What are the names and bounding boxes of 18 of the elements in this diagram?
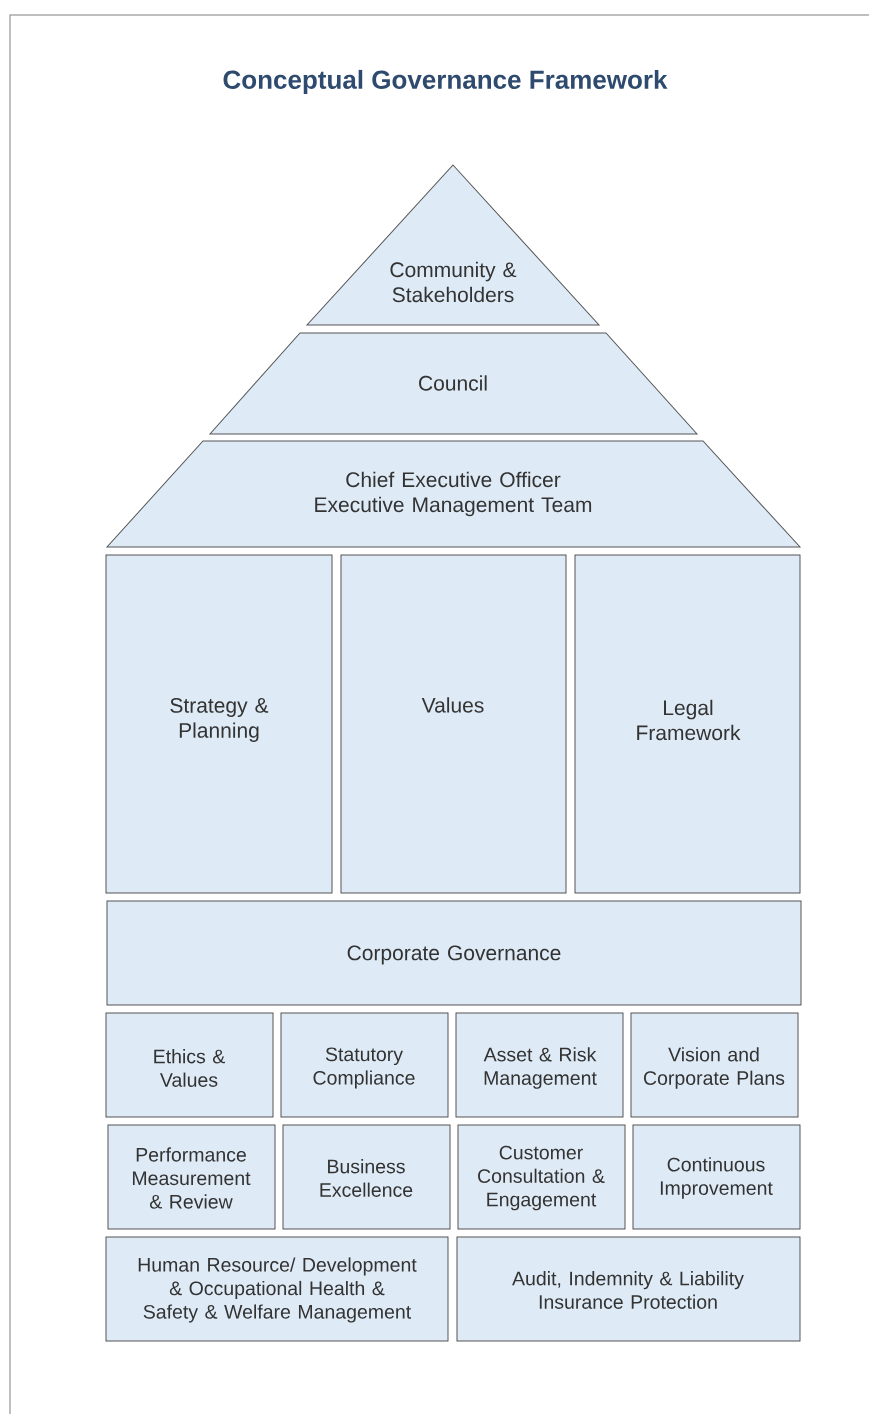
element-box: Performance Measurement & Review [107,1124,276,1230]
element-box: Statutory Compliance [280,1012,449,1118]
element-box: Ethics & Values [105,1012,274,1118]
element-box: Customer Consultation & Engagement [457,1124,626,1230]
element-box: Vision and Corporate Plans [630,1012,799,1118]
element-box: Continuous Improvement [632,1124,801,1230]
title: Conceptual Governance Framework [223,69,668,95]
governance-band: Corporate Governance [106,900,802,1006]
element-box: Audit, Indemnity & Liability Insurance Protection [456,1236,801,1342]
apex-triangle: Community & Stakeholders [306,164,600,326]
element-box: Human Resource/ Development & Occupational Health & Safety & Welfare Management [105,1236,449,1342]
element-box: Asset & Risk Management [455,1012,624,1118]
pillar-box: Strategy & Planning [105,554,333,894]
element-box: Business Excellence [282,1124,451,1230]
roof-tier: Council [209,332,698,435]
pillar-box: Legal Framework [574,554,801,894]
roof-tier: Chief Executive Officer Executive Management Team [106,440,801,548]
pillar-box: Values [340,554,567,894]
